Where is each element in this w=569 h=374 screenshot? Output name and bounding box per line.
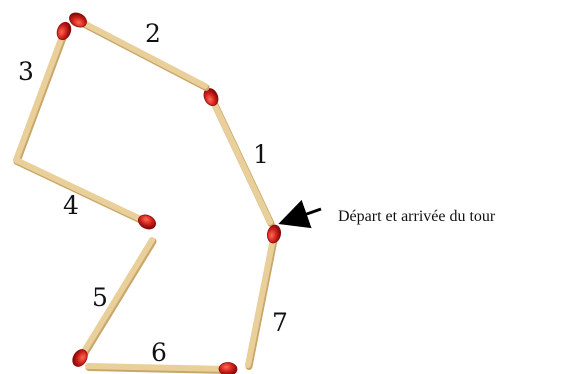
match-4-stick [16, 160, 147, 222]
match-number-7: 7 [272, 308, 288, 337]
match-number-3: 3 [18, 57, 34, 86]
match-3-stick [16, 31, 64, 160]
match-7-stick [248, 234, 274, 365]
match-number-4: 4 [63, 191, 79, 220]
match-number-5: 5 [92, 283, 108, 312]
match-7-head [266, 224, 282, 244]
match-number-6: 6 [151, 338, 167, 367]
match-2-stick [78, 20, 205, 86]
match-3-head [55, 20, 73, 41]
start-finish-label: Départ et arrivée du tour [338, 208, 496, 225]
start-arrow [284, 209, 321, 222]
match-number-2: 2 [145, 19, 161, 48]
matchsticks-layer [16, 10, 282, 374]
match-number-1: 1 [253, 140, 269, 169]
match-6-head [219, 362, 237, 374]
match-5-stick [80, 240, 152, 358]
